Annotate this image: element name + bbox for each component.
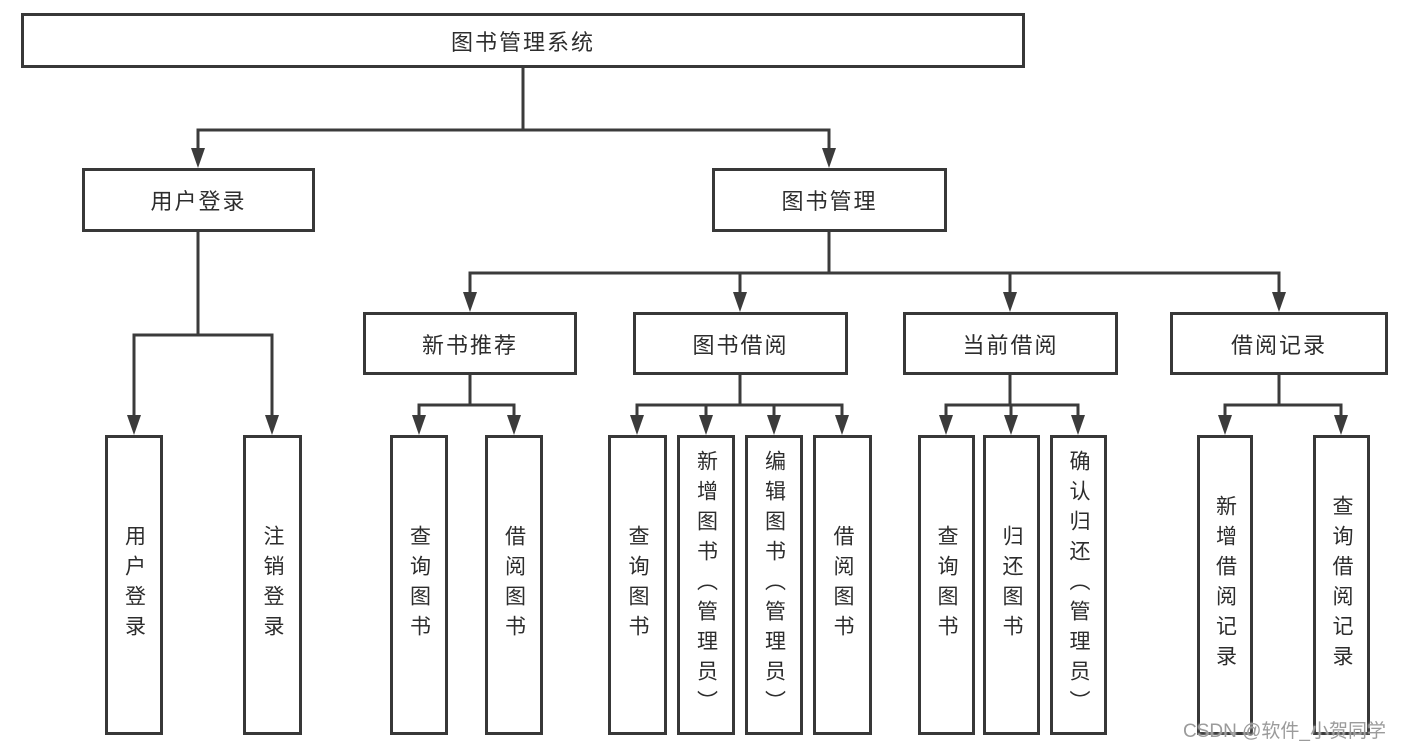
node-label: 注销登录: [261, 525, 284, 645]
node-label: 新增图书（管理员）: [694, 450, 718, 720]
leaf-edit-book-admin: 编辑图书（管理员）: [745, 435, 803, 735]
node-user-login: 用户登录: [82, 168, 315, 232]
node-label: 图书管理: [781, 189, 878, 214]
node-label: 查询借阅记录: [1330, 495, 1353, 675]
node-label: 新增借阅记录: [1213, 495, 1237, 675]
node-library-management-system: 图书管理系统: [21, 13, 1025, 68]
connector-book-management-to-level3: [463, 232, 1286, 312]
node-label: 当前借阅: [962, 332, 1059, 358]
leaf-user-login: 用户登录: [105, 435, 163, 735]
leaf-confirm-return-admin: 确认归还（管理员）: [1050, 435, 1107, 735]
node-label: 归还图书: [1000, 525, 1023, 645]
leaf-return-book: 归还图书: [983, 435, 1040, 735]
node-label: 用户登录: [150, 189, 247, 214]
node-borrowing-records: 借阅记录: [1170, 312, 1388, 375]
node-label: 借阅图书: [831, 525, 854, 645]
node-label: 借阅图书: [502, 525, 526, 645]
leaf-logout: 注销登录: [243, 435, 302, 735]
node-label: 查询图书: [626, 525, 649, 645]
connector-borrowing-records-to-leaves: [1218, 375, 1348, 435]
leaf-query-books-current: 查询图书: [918, 435, 975, 735]
node-label: 新书推荐: [421, 332, 518, 358]
node-label: 用户登录: [122, 525, 146, 645]
leaf-borrow-books-recommend: 借阅图书: [485, 435, 543, 735]
node-label: 确认归还（管理员）: [1067, 450, 1090, 720]
node-label: 图书管理系统: [450, 29, 595, 55]
connector-book-borrowing-to-leaves: [630, 375, 849, 435]
node-new-book-recommend: 新书推荐: [363, 312, 577, 375]
node-label: 查询图书: [407, 525, 431, 645]
connector-current-borrowing-to-leaves: [939, 375, 1085, 435]
node-label: 借阅记录: [1230, 332, 1327, 358]
leaf-query-borrow-record: 查询借阅记录: [1313, 435, 1370, 735]
node-label: 编辑图书（管理员）: [762, 450, 786, 720]
leaf-query-books-recommend: 查询图书: [390, 435, 448, 735]
node-label: 图书借阅: [692, 332, 789, 358]
leaf-add-book-admin: 新增图书（管理员）: [677, 435, 735, 735]
leaf-query-books-borrowing: 查询图书: [608, 435, 667, 735]
node-label: 查询图书: [935, 525, 958, 645]
connector-root-to-level2: [191, 68, 836, 168]
node-book-management: 图书管理: [712, 168, 947, 232]
leaf-add-borrow-record: 新增借阅记录: [1197, 435, 1253, 735]
connector-user-login-to-leaves: [127, 232, 279, 435]
csdn-watermark: CSDN @软件_小贺同学: [1183, 721, 1386, 742]
leaf-borrow-books-borrowing: 借阅图书: [813, 435, 872, 735]
connector-new-book-recommend-to-leaves: [412, 375, 521, 435]
node-current-borrowing: 当前借阅: [903, 312, 1118, 375]
node-book-borrowing: 图书借阅: [633, 312, 848, 375]
